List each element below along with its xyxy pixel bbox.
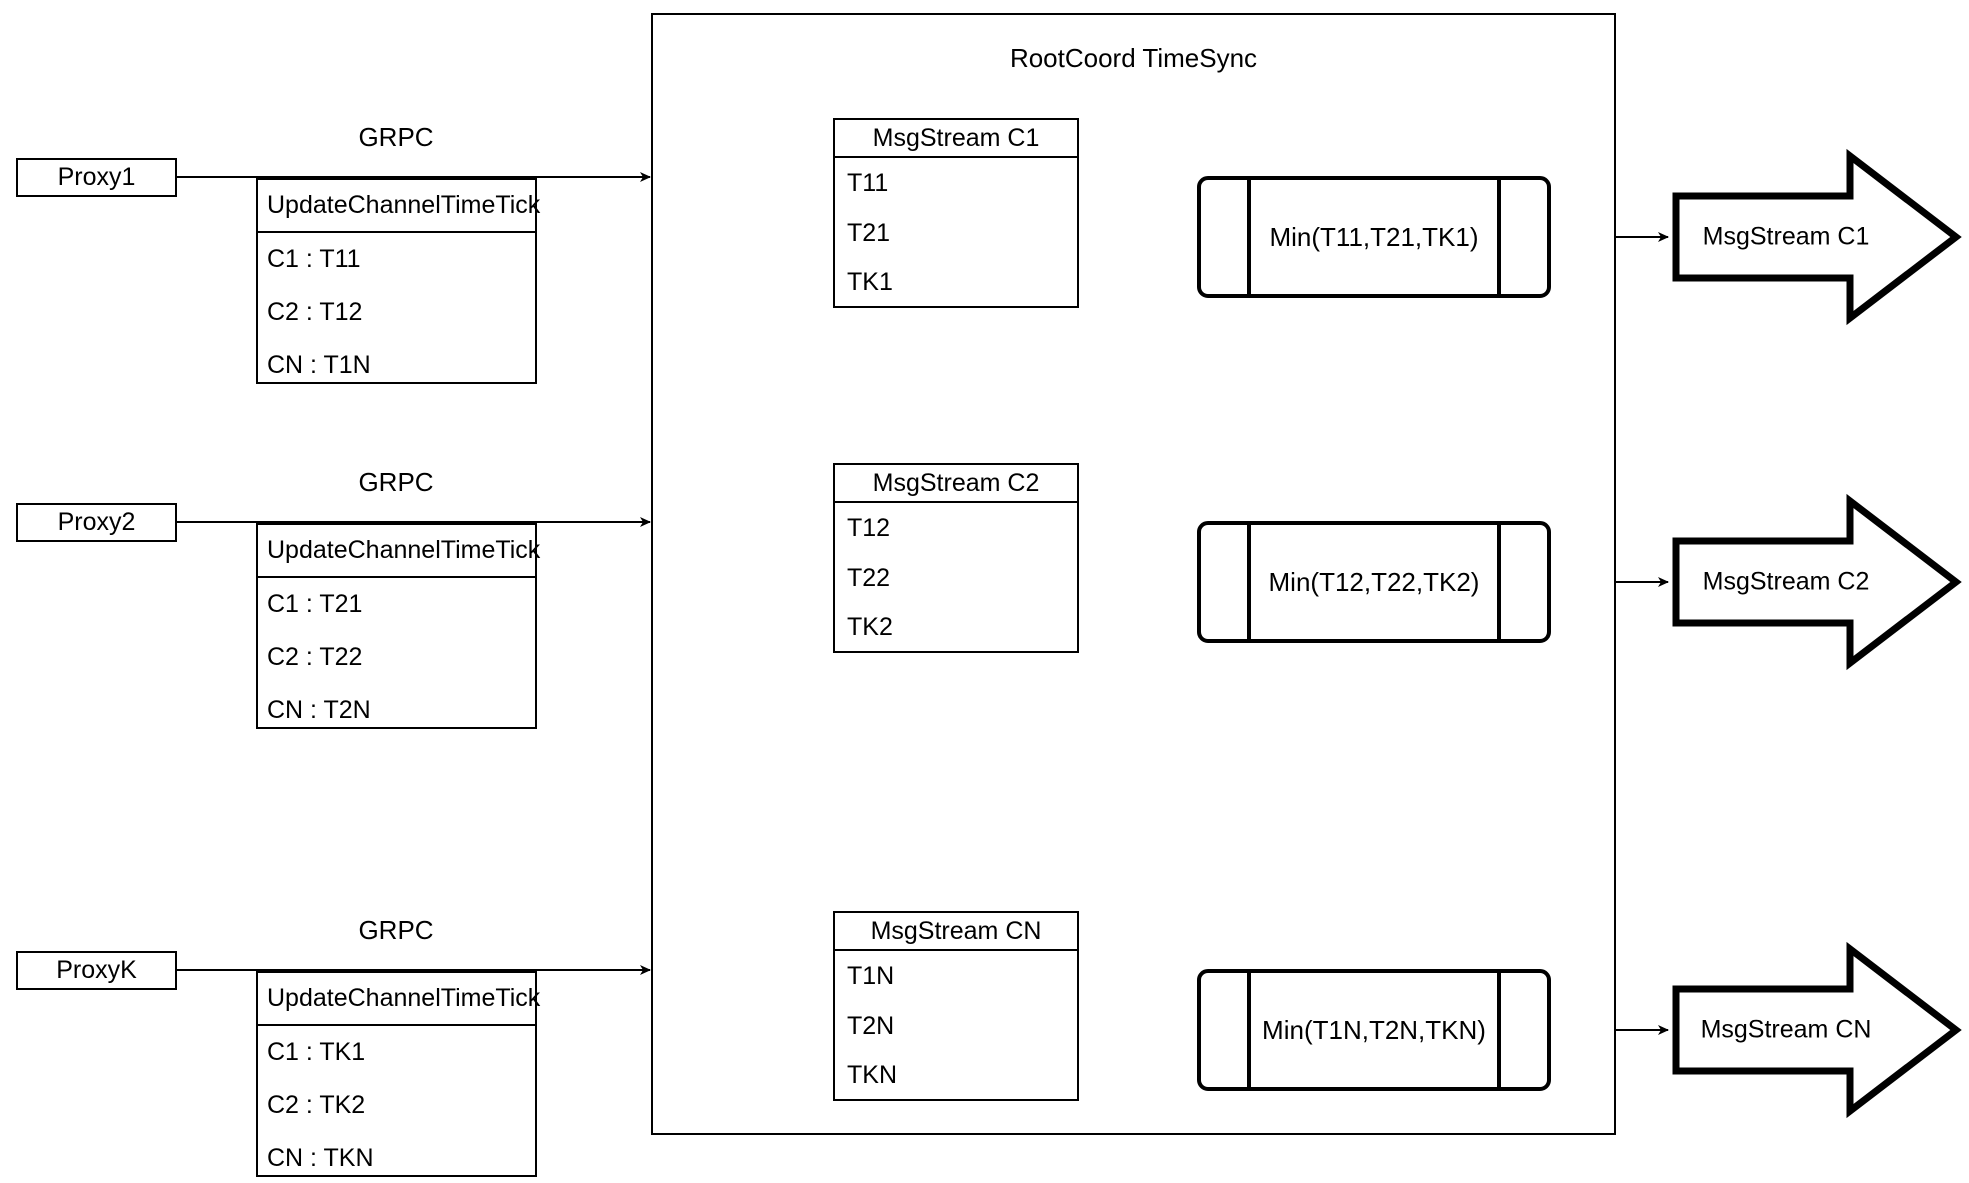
grpc-label-2: GRPC [358,467,434,497]
uct-row: C1 : T11 [267,245,361,273]
min-expression: Min(T11,T21,TK1) [1269,221,1479,252]
min-process-box-3: Min(T1N,T2N,TKN) [1197,969,1551,1091]
grpc-label-1: GRPC [358,122,434,152]
uct-header: UpdateChannelTimeTick [258,525,540,578]
uct-row: CN : T1N [267,351,371,379]
min-left-bar [1247,973,1251,1087]
output-msgstream-arrow-1: MsgStream C1 [1676,156,1956,318]
proxy-box-2[interactable]: Proxy2 [16,503,177,542]
uct-row: C2 : T12 [267,298,363,326]
output-arrow-label: MsgStream C1 [1702,222,1870,251]
uct-header: UpdateChannelTimeTick [258,180,540,233]
min-expression: Min(T1N,T2N,TKN) [1262,1014,1486,1045]
msgstream-row: TK2 [847,612,893,641]
min-expression: Min(T12,T22,TK2) [1268,566,1480,597]
msgstream-row: T11 [847,168,889,197]
msgstream-row: TK1 [847,267,893,296]
update-channel-timetick-box-3: UpdateChannelTimeTick C1 : TK1 C2 : TK2 … [256,971,540,1177]
msgstream-row: T1N [847,961,895,990]
proxy-box-3[interactable]: ProxyK [16,951,177,990]
uct-row: C2 : TK2 [267,1091,366,1119]
uct-header: UpdateChannelTimeTick [258,973,540,1026]
msgstream-header: MsgStream CN [835,913,1077,951]
output-msgstream-arrow-3: MsgStream CN [1676,949,1956,1111]
msgstream-box-2: MsgStream C2 T12 T22 TK2 [833,463,1079,653]
msgstream-row: TKN [847,1060,897,1089]
msgstream-row: T2N [847,1011,895,1040]
uct-row: C2 : T22 [267,643,363,671]
min-left-bar [1247,180,1251,294]
min-right-bar [1497,180,1501,294]
proxy-label: Proxy1 [57,163,136,191]
msgstream-row: T21 [847,218,891,247]
output-arrow-label: MsgStream CN [1700,1015,1872,1044]
proxy-label: ProxyK [56,956,137,984]
update-channel-timetick-box-2: UpdateChannelTimeTick C1 : T21 C2 : T22 … [256,523,540,729]
rootcoord-timesync-title: RootCoord TimeSync [1009,43,1258,73]
msgstream-box-3: MsgStream CN T1N T2N TKN [833,911,1079,1101]
update-channel-timetick-box-1: UpdateChannelTimeTick C1 : T11 C2 : T12 … [256,178,540,384]
uct-row: CN : TKN [267,1144,374,1172]
min-process-box-1: Min(T11,T21,TK1) [1197,176,1551,298]
output-msgstream-arrow-2: MsgStream C2 [1676,501,1956,663]
min-process-box-2: Min(T12,T22,TK2) [1197,521,1551,643]
msgstream-row: T22 [847,563,891,592]
msgstream-box-1: MsgStream C1 T11 T21 TK1 [833,118,1079,308]
proxy-box-1[interactable]: Proxy1 [16,158,177,197]
grpc-label-3: GRPC [358,915,434,945]
msgstream-header: MsgStream C2 [835,465,1077,503]
msgstream-row: T12 [847,513,891,542]
min-right-bar [1497,973,1501,1087]
uct-row: CN : T2N [267,696,371,724]
min-right-bar [1497,525,1501,639]
uct-row: C1 : TK1 [267,1038,366,1066]
proxy-label: Proxy2 [57,508,136,536]
output-arrow-label: MsgStream C2 [1702,567,1870,596]
msgstream-header: MsgStream C1 [835,120,1077,158]
min-left-bar [1247,525,1251,639]
uct-row: C1 : T21 [267,590,363,618]
